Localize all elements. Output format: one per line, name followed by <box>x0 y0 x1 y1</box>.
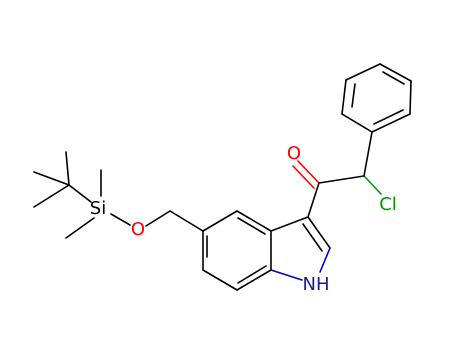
indole-nh-atom-label: NH <box>303 274 330 295</box>
bond-layer <box>33 63 412 291</box>
phenyl-inner-bond-1 <box>351 83 356 108</box>
carbonyl-oxygen-atom-label: O <box>287 143 301 164</box>
tbutyl-methyl-bond-3 <box>33 184 70 208</box>
phenyl-bond-6 <box>371 113 411 133</box>
tbutyl-methyl-bond-1 <box>33 171 70 186</box>
phenyl-bond-5 <box>409 80 412 115</box>
phenyl-inner-bond-3 <box>373 109 404 125</box>
tbutyl-methyl-bond-2 <box>65 151 70 186</box>
phenyl-bond-1 <box>341 113 373 133</box>
carbonyl-double-bond-inner <box>292 165 315 189</box>
chlorine-atom-label: Cl <box>379 194 397 215</box>
indole-benzene-inner-bond-3 <box>237 217 266 235</box>
pyrrole-inner-double-bond <box>302 223 323 252</box>
silicon-methyl-bond-down <box>65 217 95 239</box>
methylene-ring-bond <box>169 210 204 232</box>
carbonyl-double-bond-outer <box>297 160 320 184</box>
indole-benzene-bond-5 <box>236 210 272 232</box>
atom-label-layer: Si O O Cl NH <box>90 143 397 295</box>
ether-oxygen-atom-label: O <box>131 219 145 240</box>
phenyl-bond-4 <box>379 63 412 82</box>
indole-benzene-bond-3 <box>236 269 272 291</box>
oxygen-methylene-bond <box>145 210 171 227</box>
chiral-carbon-phenyl-bond <box>363 131 373 177</box>
phenyl-inner-bond-2 <box>382 71 405 85</box>
indole-benzene-bond-6 <box>202 210 238 232</box>
chiral-carbon-chlorine-bond <box>363 175 382 195</box>
silicon-oxygen-bond <box>110 213 131 226</box>
pyrrole-bond-c3a-c3 <box>270 216 309 232</box>
silicon-atom-label: Si <box>90 198 106 219</box>
pyrrole-bond-c2-n <box>319 247 331 273</box>
carbonyl-chiral-carbon-bond <box>318 175 365 184</box>
tbutyl-silicon-bond <box>68 184 92 203</box>
pyrrole-bond-n-c7a <box>270 269 303 281</box>
c3-carbonyl-bond <box>307 182 320 218</box>
pyrrole-bond-c3-c2 <box>307 216 331 249</box>
phenyl-bond-2 <box>341 79 347 115</box>
indole-benzene-bond-2 <box>202 269 238 291</box>
indole-benzene-inner-bond-2 <box>237 265 267 284</box>
phenyl-bond-3 <box>345 63 381 81</box>
